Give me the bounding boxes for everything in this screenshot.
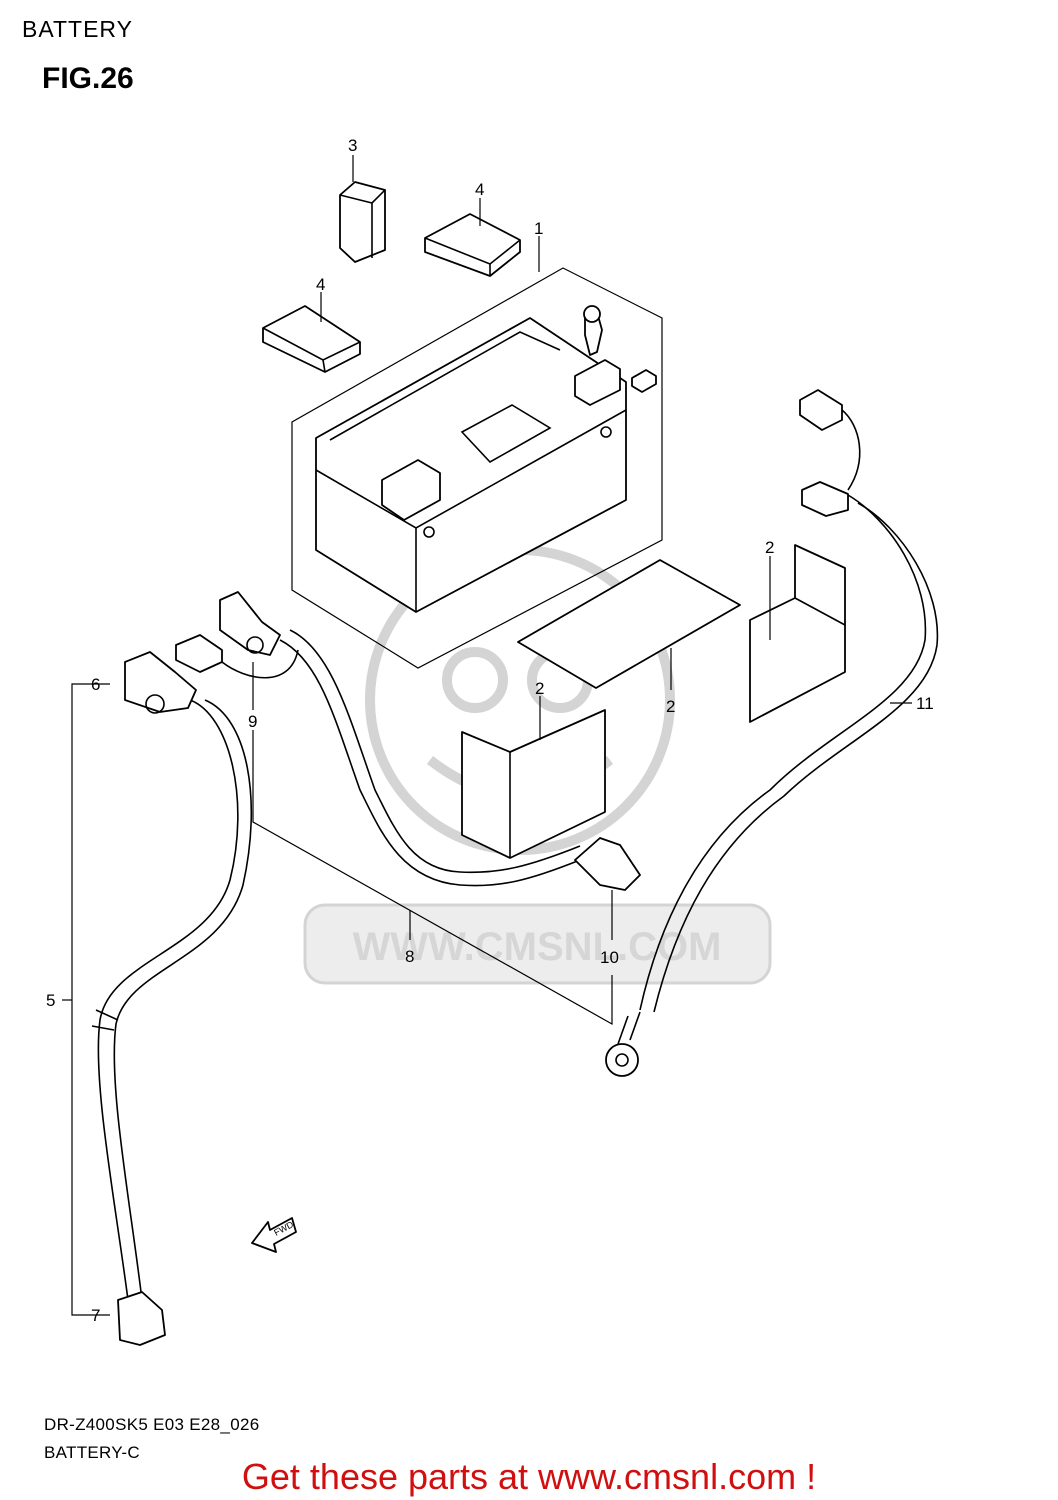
callout-2-right: 2 [765, 538, 774, 557]
pad-3 [339, 181, 386, 263]
callout-8: 8 [405, 947, 414, 966]
callout-2-center: 2 [535, 679, 544, 698]
callout-7: 7 [91, 1306, 100, 1325]
callout-4-lower: 4 [316, 275, 325, 294]
callout-1: 1 [534, 219, 543, 238]
callout-2-flat: 2 [666, 697, 675, 716]
cable-5 [91, 651, 253, 1346]
pad-2-center-bracket [461, 709, 606, 859]
callout-3: 3 [348, 136, 357, 155]
page-title: BATTERY [22, 16, 133, 42]
battery [315, 305, 657, 613]
pad-4-lower [262, 305, 361, 373]
model-code: DR-Z400SK5 E03 E28_026 [44, 1415, 260, 1434]
leader-lines [62, 155, 912, 1316]
battery-group-frame [291, 267, 663, 669]
cable-11 [605, 389, 939, 1077]
watermark: WWW.CMSNL.COM [303, 545, 772, 985]
fwd-arrow-icon: FWD [251, 1217, 297, 1253]
watermark-text: WWW.CMSNL.COM [353, 925, 722, 969]
callout-11: 11 [916, 694, 934, 713]
pad-4-upper [424, 213, 521, 277]
callout-4-upper: 4 [475, 180, 484, 199]
cta-link[interactable]: Get these parts at www.cmsnl.com ! [241, 1456, 817, 1497]
callout-10: 10 [600, 948, 619, 967]
diagram-code: BATTERY-C [44, 1443, 140, 1462]
figure-label: FIG.26 [42, 62, 134, 95]
callout-9: 9 [248, 712, 257, 731]
callout-6: 6 [91, 675, 100, 694]
pad-2-right-bracket [749, 544, 846, 723]
pad-2-flat [517, 559, 741, 689]
cable-8 [175, 591, 641, 891]
callout-5: 5 [46, 991, 55, 1010]
